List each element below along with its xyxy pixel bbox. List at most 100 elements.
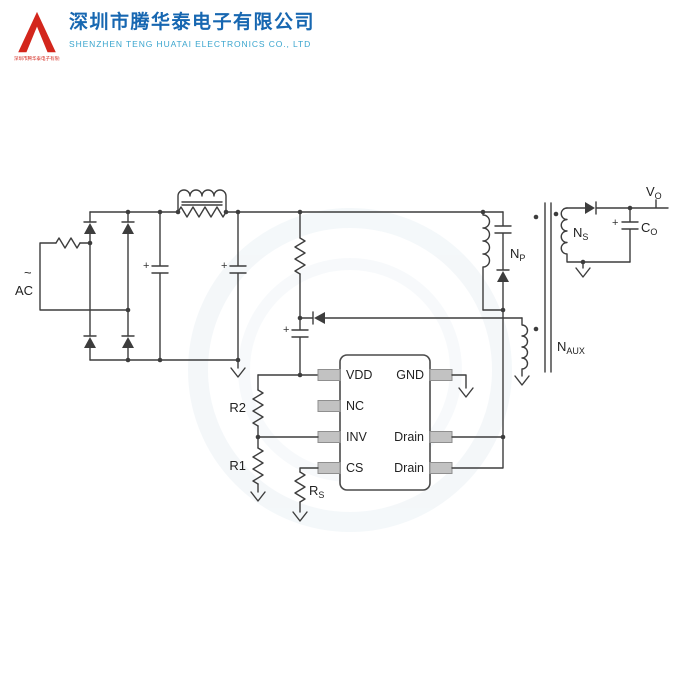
rs-label: RS — [309, 483, 324, 500]
junction-dot — [500, 307, 506, 313]
company-logo: 深圳市腾华泰电子有限公司 — [14, 10, 60, 61]
vdd-capacitor — [257, 317, 319, 376]
gnd-connection — [451, 374, 474, 398]
controller-ic: VDD NC INV CS GND Drain Drain — [317, 354, 453, 491]
junction-dot — [297, 315, 303, 321]
polarity-plus: + — [221, 260, 227, 272]
r2-label: R2 — [229, 400, 246, 415]
ac-label: AC — [15, 283, 33, 298]
feedback-divider: R2 R1 — [229, 374, 319, 502]
watermark-ring — [188, 208, 512, 532]
bulk-capacitor — [229, 211, 247, 361]
wire — [566, 199, 669, 215]
rs-label-sub: S — [318, 490, 324, 500]
ac-tilde-label: ~ — [24, 265, 32, 280]
inductor-core — [181, 201, 223, 206]
transformer-core — [544, 202, 552, 373]
pin-label-cs: CS — [346, 461, 363, 475]
junction-dot — [125, 307, 131, 313]
ground-symbol — [458, 387, 474, 398]
phase-dot — [533, 326, 539, 332]
filter-inductor-icon — [177, 189, 227, 213]
fuse-icon — [55, 237, 81, 249]
ns-label: NS — [573, 225, 588, 242]
ns-label-base: N — [573, 225, 582, 240]
snubber — [494, 211, 512, 311]
junction-dot — [125, 357, 131, 363]
pin-label-drain-1: Drain — [394, 430, 424, 444]
ground-symbol — [514, 375, 530, 386]
co-label-sub: O — [650, 227, 657, 237]
junction-dot — [255, 434, 261, 440]
r2-resistor-icon — [252, 389, 264, 427]
snubber-network — [494, 211, 512, 311]
pin-label-inv: INV — [346, 430, 368, 444]
junction-dot — [157, 357, 163, 363]
ns-label-sub: S — [582, 232, 588, 242]
vo-label-base: V — [646, 184, 655, 199]
diode-bar — [83, 221, 135, 337]
resistor-icon — [294, 237, 306, 275]
pin-cs — [317, 462, 341, 474]
wire — [451, 309, 504, 469]
damping-resistor-icon — [177, 206, 227, 218]
company-titles: 深圳市腾华泰电子有限公司 SHENZHEN TENG HUATAI ELECTR… — [69, 10, 315, 49]
pin-gnd — [429, 369, 453, 381]
naux-label: NAUX — [557, 339, 585, 356]
pin-nc — [317, 400, 341, 412]
ic-body — [339, 354, 431, 491]
r1-label: R1 — [229, 458, 246, 473]
sense-resistor: RS — [292, 467, 324, 522]
ground-symbol — [230, 367, 246, 378]
pin-label-drain-2: Drain — [394, 461, 424, 475]
junction-dot — [235, 357, 241, 363]
bridge-rectifier — [83, 211, 135, 361]
ground-symbol — [250, 491, 266, 502]
np-label-sub: P — [519, 253, 525, 263]
polarity-plus: + — [283, 324, 289, 336]
junction-dot — [87, 240, 93, 246]
pin-label-gnd: GND — [396, 368, 424, 382]
np-label: NP — [510, 246, 525, 263]
company-name-cn: 深圳市腾华泰电子有限公司 — [69, 12, 316, 33]
pin-label-nc: NC — [346, 399, 364, 413]
bulk-capacitor — [151, 211, 169, 361]
phase-dot — [553, 211, 559, 217]
logo-mark-icon — [18, 11, 56, 53]
pin-inv — [317, 431, 341, 443]
snubber-diode-icon — [497, 271, 509, 282]
junction-dot — [157, 209, 163, 215]
drain-connection — [451, 307, 506, 469]
logo-caption: 深圳市腾华泰电子有限公司 — [14, 56, 60, 61]
vdd-diode-icon — [314, 312, 325, 324]
pin-vdd — [317, 369, 341, 381]
logo-triangle-icon — [18, 11, 56, 53]
output-diode-icon — [585, 202, 595, 214]
wire — [39, 242, 129, 311]
phase-dot — [533, 214, 539, 220]
pin-label-vdd: VDD — [346, 368, 372, 382]
vo-label-sub: O — [655, 191, 662, 201]
pin-drain-1 — [429, 431, 453, 443]
polarity-plus: + — [143, 260, 149, 272]
naux-label-sub: AUX — [566, 346, 585, 356]
wire — [89, 211, 129, 361]
junction-dot — [125, 209, 131, 215]
naux-label-base: N — [557, 339, 566, 354]
np-label-base: N — [510, 246, 519, 261]
junction-dot — [580, 259, 586, 265]
wire — [451, 374, 467, 389]
junction-dot — [297, 372, 303, 378]
input-filter: + + — [143, 189, 247, 363]
junction-dot — [175, 209, 181, 215]
primary-winding-icon — [482, 211, 491, 311]
co-label-base: C — [641, 220, 650, 235]
output-stage: + VO CO — [566, 184, 669, 263]
junction-dot — [223, 209, 229, 215]
secondary-winding-icon — [560, 207, 631, 263]
junction-dot — [500, 434, 506, 440]
pin-drain-2 — [429, 462, 453, 474]
vdd-supply: + — [257, 311, 523, 378]
co-label: CO — [641, 220, 657, 237]
